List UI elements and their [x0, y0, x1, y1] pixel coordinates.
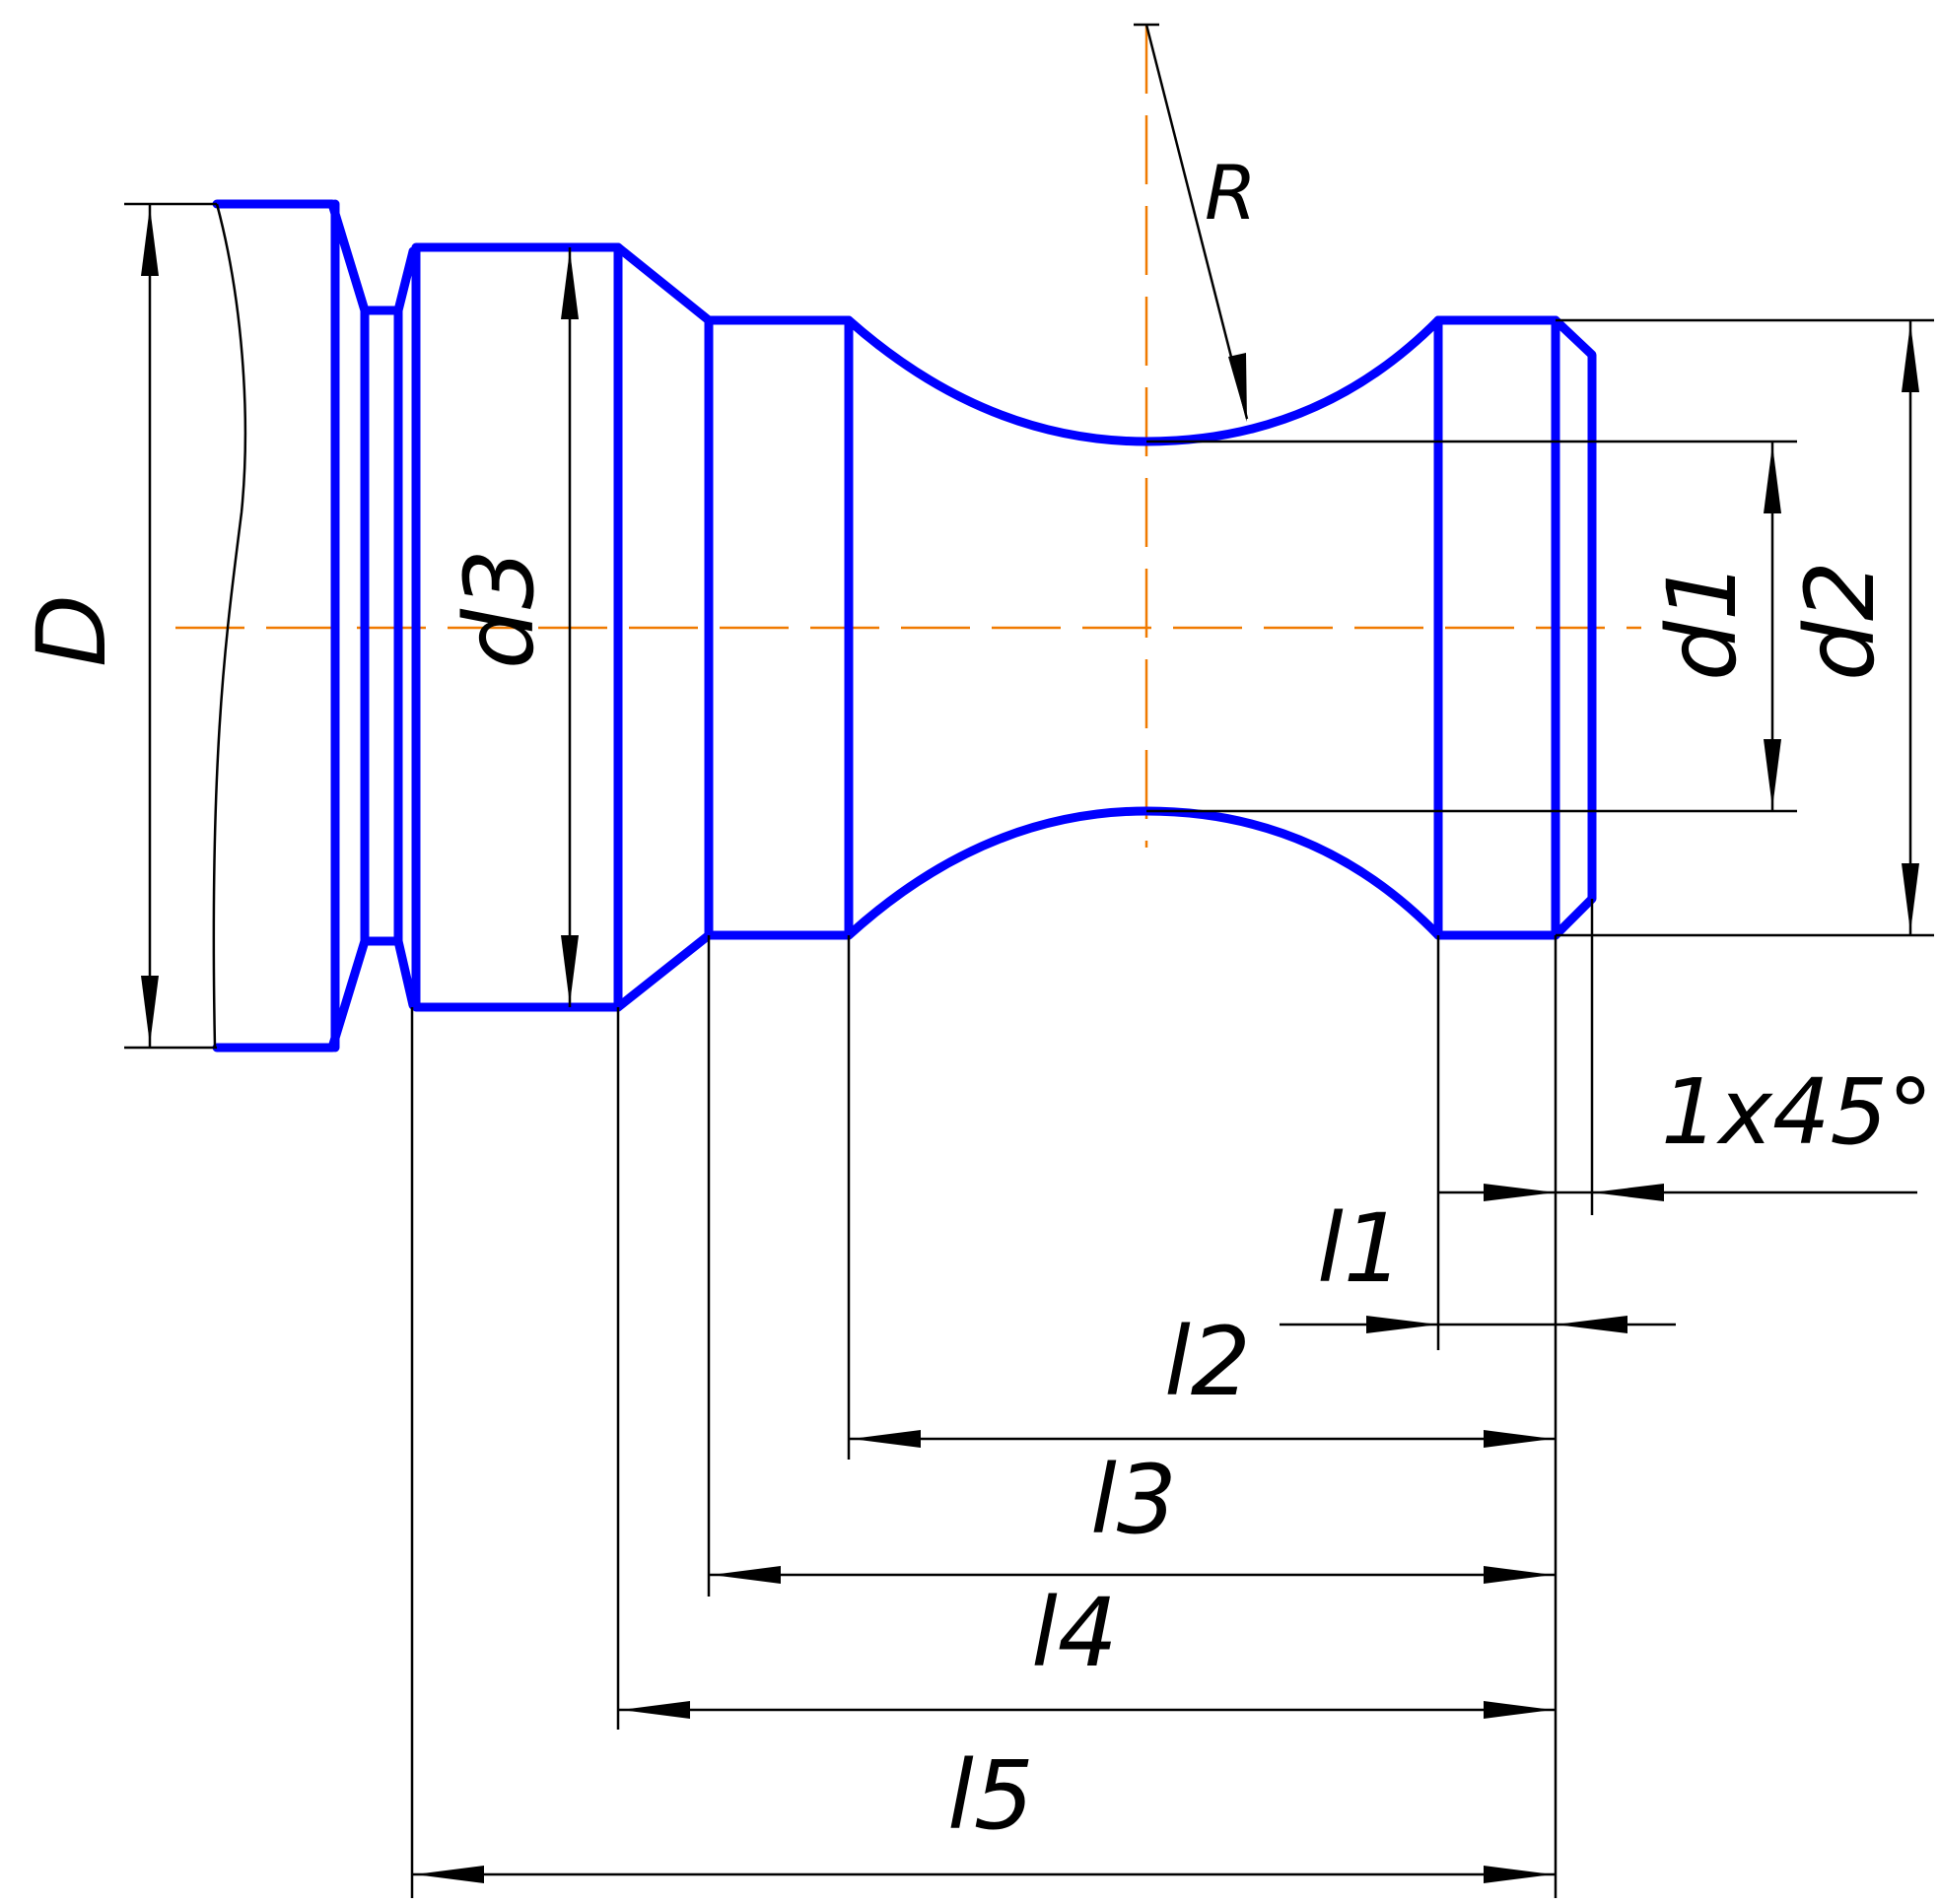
radius-groove-bottom — [844, 806, 1443, 940]
break-line — [212, 203, 247, 1049]
label-l1: l1 — [1317, 1193, 1404, 1304]
end-cylinder — [1433, 315, 1597, 940]
arrow-l3-left — [712, 1566, 781, 1584]
arrow-l1-right — [1556, 1316, 1627, 1333]
label-chamfer: 1x45° — [1661, 1059, 1933, 1165]
dimension-lines — [148, 24, 1917, 1876]
part-outline — [212, 199, 1597, 1053]
arrow-l5-right — [1484, 1866, 1553, 1883]
dimension-labels: D d3 d1 d2 R 1x45° l1 l2 l3 l4 l5 — [17, 149, 1933, 1851]
arrow-d1-bottom — [1764, 739, 1781, 808]
label-R: R — [1205, 149, 1257, 237]
label-d2: d2 — [1785, 561, 1896, 681]
flange-outline-bottom — [212, 936, 418, 1053]
arrow-D-top — [141, 207, 159, 276]
arrow-l3-right — [1484, 1566, 1553, 1584]
arrow-l1-left — [1366, 1316, 1438, 1333]
taper-bottom — [613, 930, 714, 1012]
label-l2: l2 — [1164, 1307, 1251, 1417]
arrow-chamfer-left — [1484, 1184, 1556, 1201]
flange-outline — [212, 199, 418, 315]
arrow-d1-top — [1764, 444, 1781, 513]
radius-groove-top — [844, 315, 1443, 446]
arrow-d3-top — [561, 250, 579, 319]
extension-lines — [124, 202, 1934, 1898]
step-neck — [704, 315, 854, 940]
label-l3: l3 — [1090, 1445, 1177, 1555]
label-l5: l5 — [947, 1740, 1034, 1851]
step-d3 — [411, 242, 623, 1012]
label-d3: d3 — [445, 549, 555, 669]
arrow-l4-left — [621, 1701, 690, 1719]
arrow-R — [1228, 353, 1247, 422]
arrow-l2-left — [852, 1430, 921, 1448]
arrow-d2-top — [1902, 323, 1919, 392]
label-d1: d1 — [1647, 561, 1758, 681]
dim-R — [1144, 24, 1249, 420]
arrow-d3-bottom — [561, 935, 579, 1004]
arrow-d2-bottom — [1902, 863, 1919, 932]
arrow-chamfer-right — [1592, 1184, 1664, 1201]
arrow-l5-left — [415, 1866, 484, 1883]
arrow-D-bottom — [141, 976, 159, 1045]
label-l4: l4 — [1031, 1578, 1118, 1688]
label-D: D — [17, 594, 127, 667]
arrowheads — [141, 207, 1919, 1883]
arrow-l2-right — [1484, 1430, 1553, 1448]
arrow-l4-right — [1484, 1701, 1553, 1719]
taper-top — [613, 242, 714, 325]
